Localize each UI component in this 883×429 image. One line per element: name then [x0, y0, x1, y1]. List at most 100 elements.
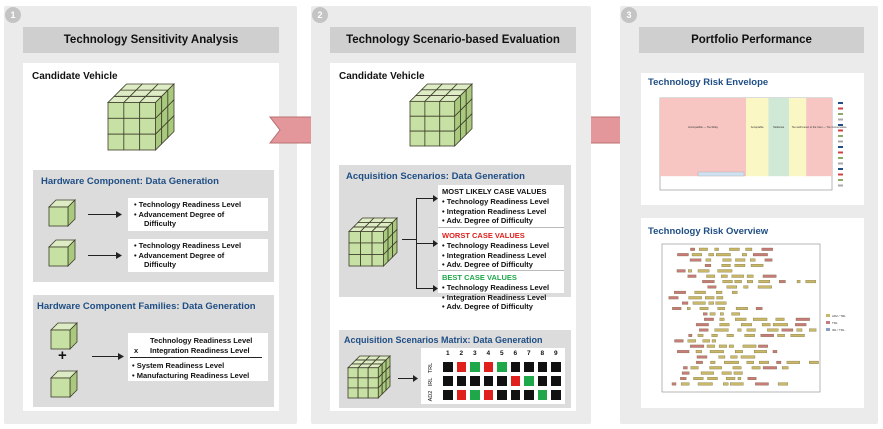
matrix-col-label: 9 — [553, 350, 558, 357]
overview-mark — [761, 323, 771, 327]
overview-mark — [708, 253, 714, 257]
matrix-cell — [456, 362, 466, 372]
acq-matrix-cube-icon — [347, 355, 391, 399]
overview-mark — [796, 280, 801, 284]
overview-mark — [709, 312, 716, 316]
candidate-vehicle-cube-icon — [107, 83, 175, 151]
candidate-vehicle-label-2: Candidate Vehicle — [339, 71, 425, 82]
overview-mark — [772, 350, 778, 354]
matrix-cell — [497, 376, 507, 386]
overview-mark — [760, 334, 774, 337]
overview-mark — [714, 328, 729, 332]
matrix-col-label: 1 — [445, 350, 450, 357]
overview-mark — [671, 382, 677, 386]
overview-mark — [672, 307, 682, 310]
family-cube-icon-b — [50, 370, 78, 398]
overview-mark — [755, 382, 769, 386]
overview-mark — [705, 296, 715, 300]
overview-mark — [779, 280, 786, 284]
bracket-arm-mid — [416, 243, 434, 244]
overview-legend-mark — [826, 314, 830, 317]
overview-mark — [707, 285, 717, 289]
overview-mark — [726, 285, 738, 289]
hw-component-title: Hardware Component: Data Generation — [41, 176, 219, 187]
overview-mark — [746, 280, 753, 284]
step-badge-2: 2 — [312, 7, 328, 23]
matrix-cell — [510, 390, 520, 400]
overview-mark — [723, 382, 729, 386]
matrix-col-label: 5 — [499, 350, 504, 357]
overview-mark — [764, 258, 773, 262]
overview-mark — [721, 264, 731, 267]
overview-mark — [696, 355, 708, 359]
matrix-cell — [470, 376, 480, 386]
overview-mark — [702, 339, 710, 343]
family-items: System Readiness LevelManufacturing Read… — [132, 361, 250, 380]
step-title-2: Technology Scenario-based Evaluation — [330, 27, 576, 53]
overview-mark — [699, 328, 709, 332]
envelope-legend-mark — [838, 146, 843, 148]
envelope-legend-mark — [838, 135, 843, 137]
overview-mark — [681, 371, 690, 375]
arrow-line — [88, 214, 118, 215]
overview-mark — [809, 328, 817, 332]
matrix-cell — [537, 362, 547, 372]
acq-scenarios-title: Acquisition Scenarios: Data Generation — [346, 171, 525, 182]
overview-mark — [711, 339, 716, 343]
overview-mark — [758, 280, 771, 284]
matrix-cell — [524, 376, 534, 386]
envelope-legend-mark — [838, 129, 843, 132]
overview-mark — [687, 339, 696, 343]
overview-mark — [731, 312, 740, 316]
overview-mark — [693, 377, 704, 380]
overview-mark — [750, 258, 756, 262]
overview-mark — [700, 371, 714, 375]
envelope-zone-label: Too well known to the User — Too Conserv… — [792, 125, 848, 129]
overview-mark — [737, 377, 742, 380]
overview-mark — [776, 360, 782, 364]
matrix-col-label: 8 — [540, 350, 545, 357]
envelope-zone-label: Acceptable — [751, 125, 764, 129]
overview-mark — [777, 334, 785, 337]
matrix-cell — [443, 376, 453, 386]
overview-mark — [674, 290, 686, 294]
overview-mark — [687, 307, 691, 310]
plus-sign: + — [58, 347, 67, 364]
overview-mark — [703, 312, 708, 316]
arrow-head-icon — [118, 353, 124, 360]
step-badge-3: 3 — [621, 7, 637, 23]
matrix-cell — [524, 390, 534, 400]
envelope-legend-mark — [838, 173, 843, 176]
overview-legend-label: AD2 / TRL — [832, 314, 846, 318]
overview-legend-mark — [826, 321, 830, 324]
matrix-cell — [470, 390, 480, 400]
overview-mark — [734, 280, 742, 284]
envelope-legend-mark — [838, 140, 843, 143]
matrix-cell — [524, 362, 534, 372]
overview-mark — [746, 274, 754, 278]
acq-scenarios-cube-icon — [348, 217, 398, 267]
overview-mark — [782, 366, 789, 370]
candidate-vehicle-cube-icon-2 — [409, 83, 473, 147]
envelope-zone-label: Incompatible — Too Risky — [688, 125, 719, 129]
matrix-cell — [551, 390, 561, 400]
hw-items-a-cont: Difficulty — [144, 219, 177, 228]
overview-mark — [755, 307, 763, 310]
envelope-zone — [806, 98, 832, 177]
matrix-cell — [537, 376, 547, 386]
overview-mark — [706, 344, 715, 348]
overview-mark — [708, 301, 714, 305]
envelope-bar — [697, 171, 745, 177]
step-title-1: Technology Sensitivity Analysis — [23, 27, 279, 53]
hw-items-b-cont: Difficulty — [144, 260, 177, 269]
envelope-legend-mark — [838, 118, 843, 121]
overview-mark — [717, 269, 733, 273]
overview-mark — [790, 334, 805, 337]
overview-mark — [745, 247, 753, 251]
overview-mark — [695, 350, 702, 354]
overview-mark — [689, 344, 705, 348]
matrix-cell — [470, 362, 480, 372]
bracket-arm-top — [416, 198, 434, 199]
family-cube-icon-a — [50, 322, 78, 350]
overview-mark — [795, 317, 810, 321]
